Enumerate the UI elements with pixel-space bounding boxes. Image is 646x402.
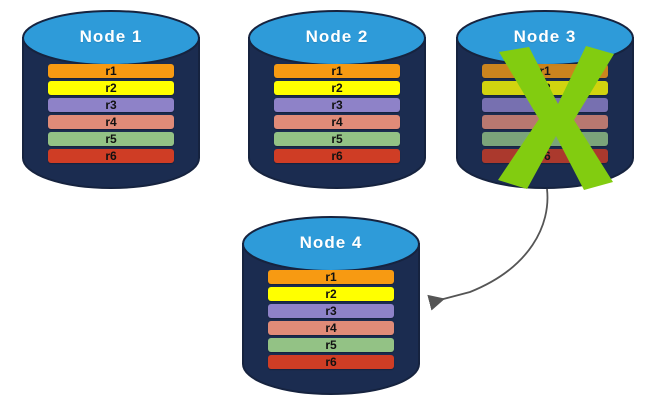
row-label: r6	[105, 149, 117, 163]
node-3-row-r3[interactable]: r3	[482, 98, 608, 112]
node-2-row-r3[interactable]: r3	[274, 98, 400, 112]
node-1-row-r1[interactable]: r1	[48, 64, 174, 78]
node-2-row-r2[interactable]: r2	[274, 81, 400, 95]
row-label: r3	[325, 304, 337, 318]
node-1-row-r4[interactable]: r4	[48, 115, 174, 129]
row-label: r3	[331, 98, 343, 112]
node-3-row-r2[interactable]: r2	[482, 81, 608, 95]
row-label: r4	[325, 321, 337, 335]
row-label: r2	[325, 287, 337, 301]
failover-arrow-path	[427, 188, 549, 311]
row-label: r2	[331, 81, 343, 95]
row-label: r5	[331, 132, 343, 146]
node-1-row-r5[interactable]: r5	[48, 132, 174, 146]
row-label: r5	[105, 132, 117, 146]
node-1-row-list: r1 r2 r3 r4 r5 r6	[48, 64, 174, 163]
node-4[interactable]: Node 4 r1 r2 r3 r4 r5 r6	[242, 213, 420, 395]
row-label: r4	[539, 115, 551, 129]
node-3-row-r5[interactable]: r5	[482, 132, 608, 146]
row-label: r4	[105, 115, 117, 129]
node-4-row-r4[interactable]: r4	[268, 321, 394, 335]
row-label: r5	[325, 338, 337, 352]
row-label: r1	[325, 270, 337, 284]
row-label: r2	[105, 81, 117, 95]
node-4-row-r3[interactable]: r3	[268, 304, 394, 318]
node-1-row-r3[interactable]: r3	[48, 98, 174, 112]
node-2[interactable]: Node 2 r1 r2 r3 r4 r5 r6	[248, 7, 426, 189]
row-label: r3	[105, 98, 117, 112]
node-4-row-r5[interactable]: r5	[268, 338, 394, 352]
node-1-row-r6[interactable]: r6	[48, 149, 174, 163]
row-label: r4	[331, 115, 343, 129]
node-4-row-list: r1 r2 r3 r4 r5 r6	[268, 270, 394, 369]
node-3-row-r6[interactable]: r6	[482, 149, 608, 163]
node-3[interactable]: Node 3 r1 r2 r3 r4 r5 r6	[456, 7, 634, 190]
row-label: r6	[331, 149, 343, 163]
row-label: r6	[325, 355, 337, 369]
node-1-row-r2[interactable]: r2	[48, 81, 174, 95]
node-3-row-r1[interactable]: r1	[482, 64, 608, 78]
node-2-row-r6[interactable]: r6	[274, 149, 400, 163]
row-label: r1	[539, 64, 551, 78]
node-4-row-r6[interactable]: r6	[268, 355, 394, 369]
node-2-row-list: r1 r2 r3 r4 r5 r6	[274, 64, 400, 163]
row-label: r3	[539, 98, 551, 112]
node-2-row-r4[interactable]: r4	[274, 115, 400, 129]
row-label: r2	[539, 81, 551, 95]
row-label: r1	[105, 64, 117, 78]
row-label: r1	[331, 64, 343, 78]
node-3-row-r4[interactable]: r4	[482, 115, 608, 129]
node-1[interactable]: Node 1 r1 r2 r3 r4 r5 r6	[22, 7, 200, 189]
row-label: r6	[539, 149, 551, 163]
node-3-row-list: r1 r2 r3 r4 r5 r6	[482, 64, 608, 163]
node-4-row-r2[interactable]: r2	[268, 287, 394, 301]
node-2-row-r1[interactable]: r1	[274, 64, 400, 78]
node-4-row-r1[interactable]: r1	[268, 270, 394, 284]
node-2-row-r5[interactable]: r5	[274, 132, 400, 146]
row-label: r5	[539, 132, 551, 146]
